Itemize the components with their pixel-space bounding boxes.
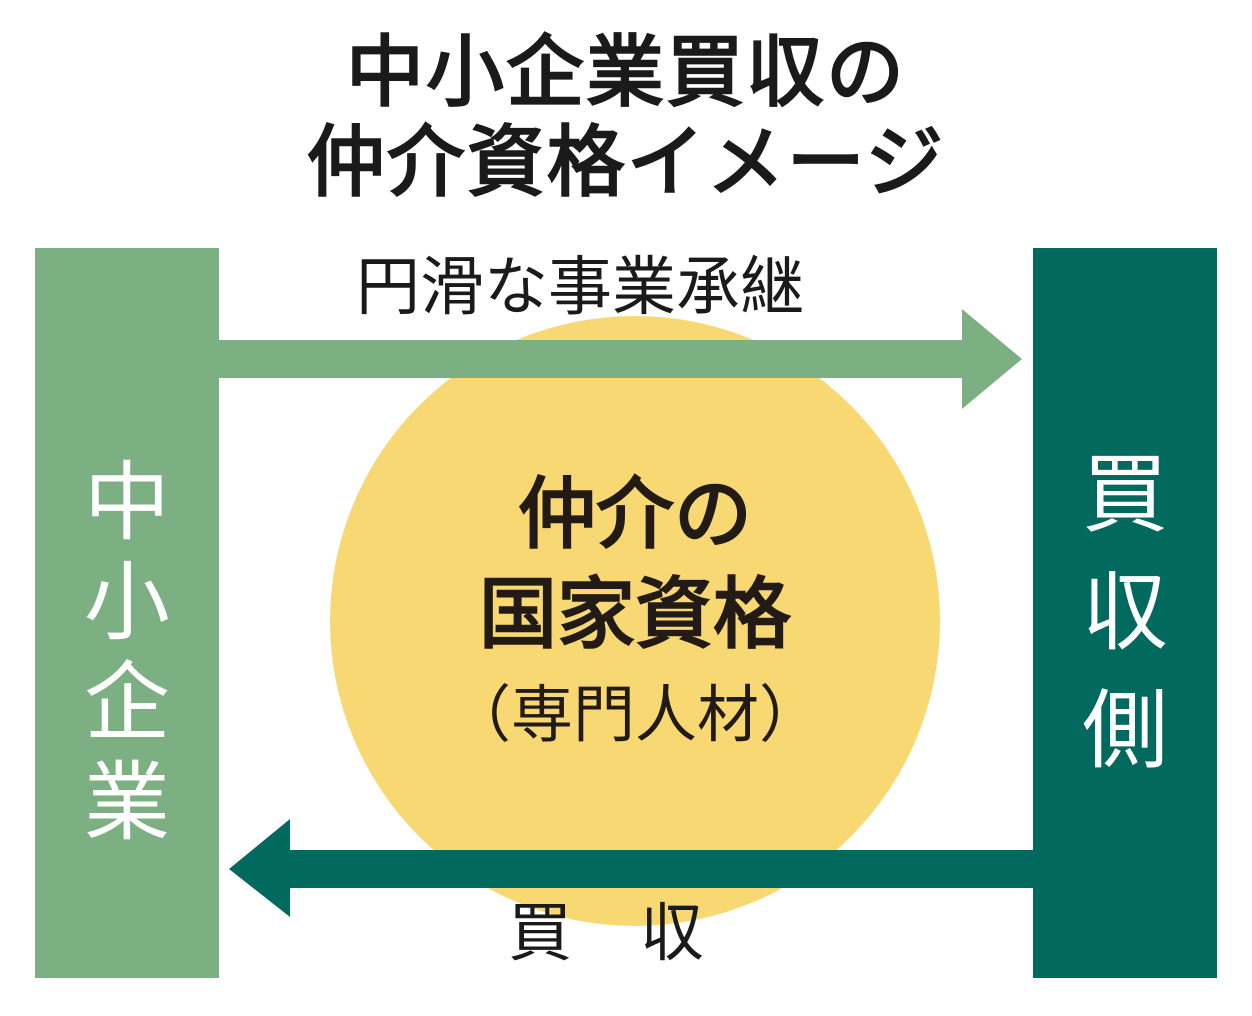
bottom-arrow-head bbox=[229, 819, 290, 917]
center-text-line-2: 国家資格 bbox=[478, 569, 791, 660]
buyer-label: 買 収 側 bbox=[1033, 452, 1217, 806]
title-line-1: 中小企業買収の bbox=[345, 28, 906, 118]
top-arrow-label: 円滑な事業承継 bbox=[356, 251, 804, 325]
sme-label: 中 小 企 業 bbox=[35, 460, 219, 860]
top-arrow-head bbox=[962, 309, 1022, 409]
bottom-arrow-label: 買 収 bbox=[508, 897, 706, 971]
buyer-column: 買 収 側 bbox=[1033, 248, 1217, 978]
title-line-2: 仲介資格イメージ bbox=[306, 118, 946, 208]
sme-column: 中 小 企 業 bbox=[35, 248, 219, 978]
buyer-label-char: 買 bbox=[1082, 445, 1168, 545]
center-text-line-3: （専門人材） bbox=[448, 678, 821, 751]
top-arrow-shaft bbox=[219, 340, 967, 378]
sme-label-char: 業 bbox=[84, 753, 170, 853]
sme-label-char: 中 bbox=[84, 453, 170, 553]
sme-label-char: 企 bbox=[84, 653, 170, 753]
center-circle bbox=[330, 316, 940, 926]
buyer-label-char: 側 bbox=[1082, 681, 1168, 781]
center-text-line-1: 仲介の bbox=[517, 469, 752, 560]
bottom-arrow-shaft bbox=[284, 850, 1033, 888]
sme-label-char: 小 bbox=[84, 553, 170, 653]
bottom-arrow bbox=[229, 819, 1033, 917]
top-arrow bbox=[219, 309, 1022, 409]
buyer-label-char: 収 bbox=[1082, 563, 1168, 663]
